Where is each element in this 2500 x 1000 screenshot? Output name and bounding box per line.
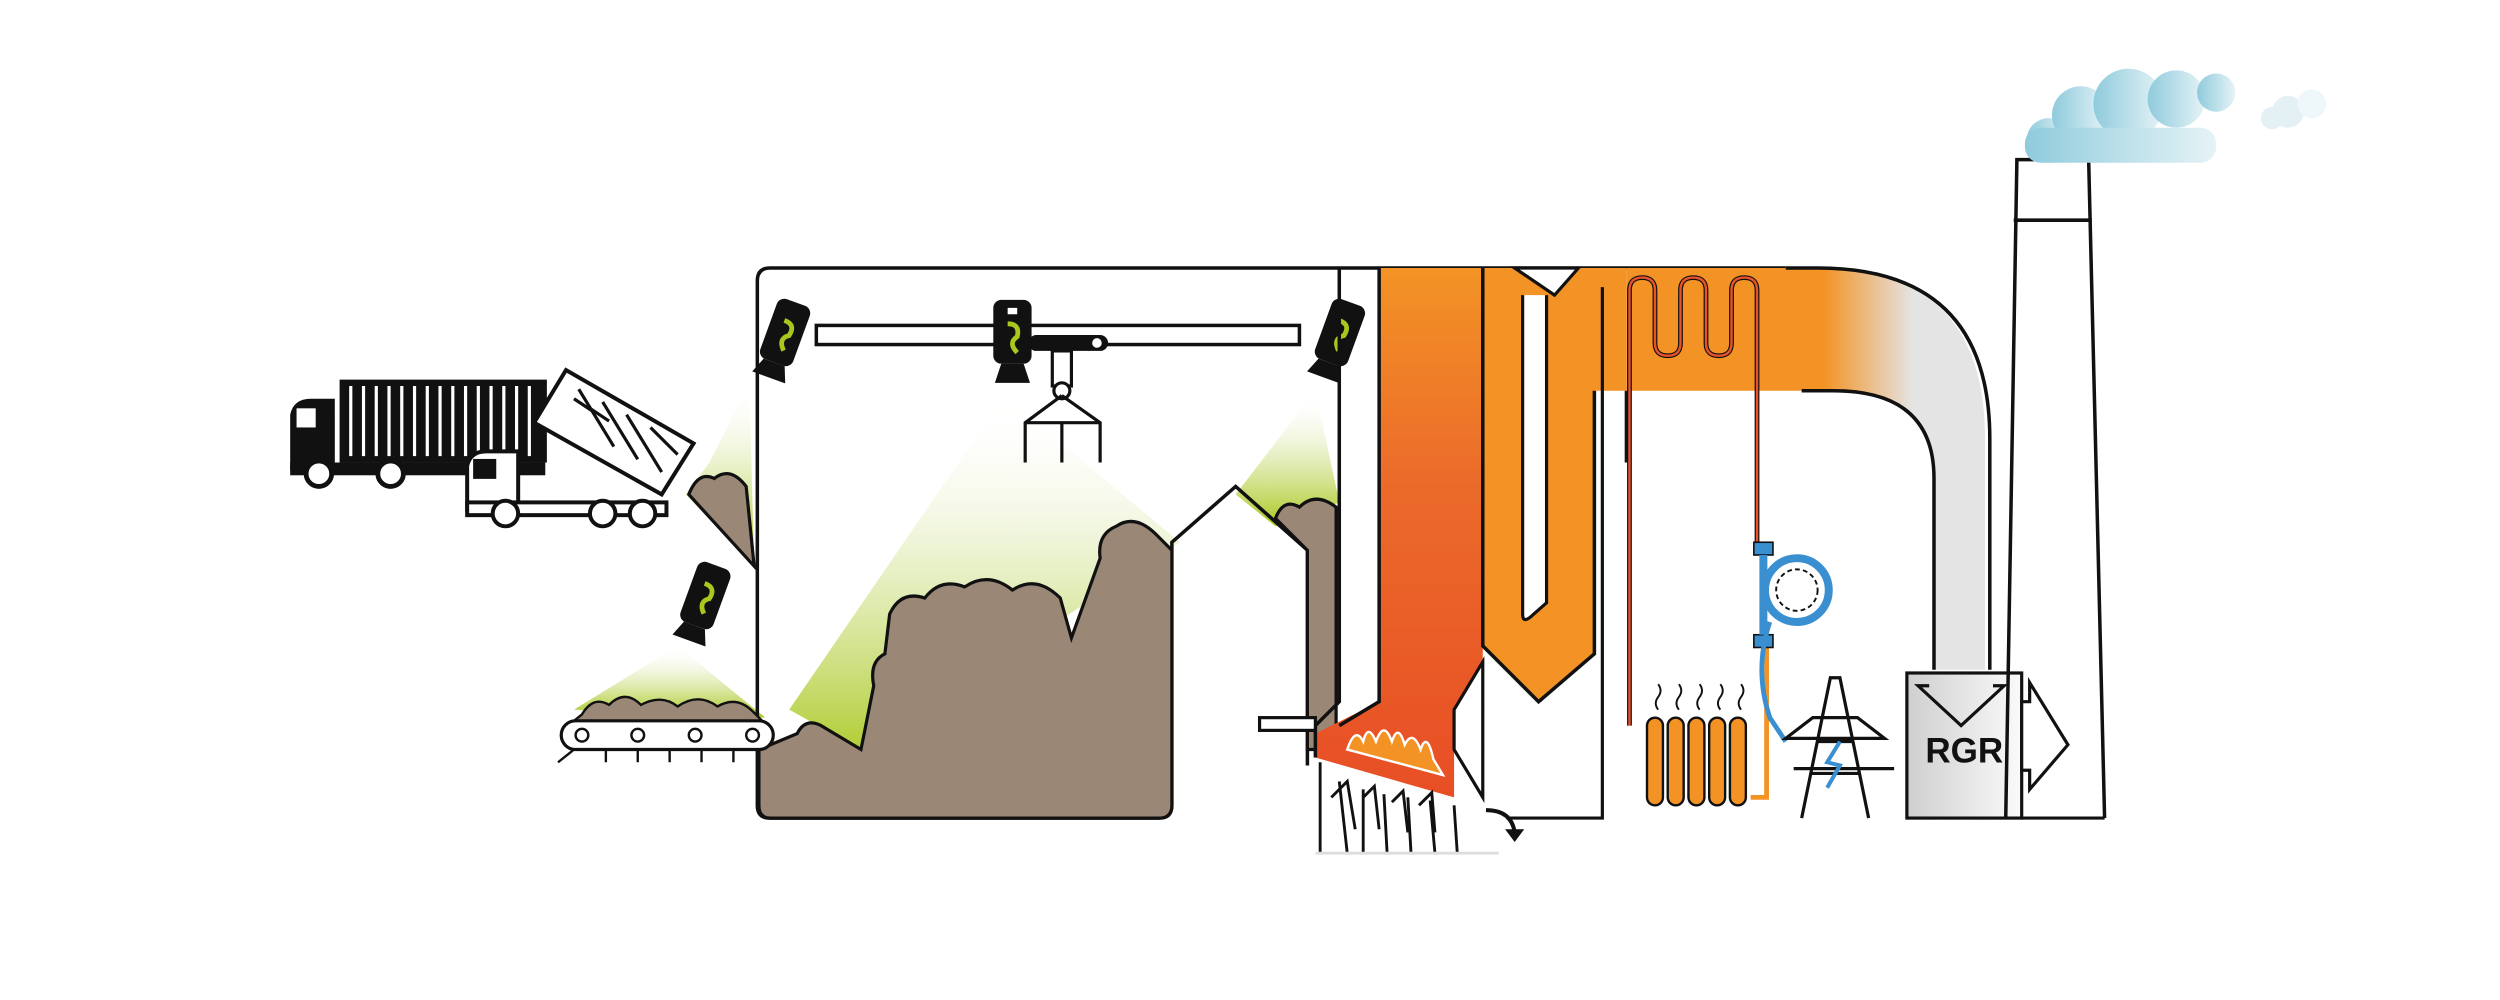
grate — [1315, 762, 1499, 855]
flue-duct — [1624, 266, 1992, 670]
smoke-cloud — [2024, 68, 2327, 163]
waste-pile-tipping — [686, 472, 757, 571]
waste-pile — [757, 519, 1174, 820]
camera-conveyor — [672, 561, 731, 647]
rgr-label: RGR — [1925, 731, 2003, 770]
camera-tipping — [752, 298, 811, 384]
heat-waves-icon — [1654, 683, 1745, 711]
superheater-coils — [1627, 275, 1769, 800]
boiler — [1481, 266, 1627, 820]
power-pylon-icon — [1781, 676, 1895, 819]
dump-truck — [465, 367, 697, 529]
beam-feed-camera — [1235, 390, 1340, 527]
crane — [1023, 334, 1109, 463]
ash-arrow-icon — [1485, 808, 1517, 833]
flames — [1345, 729, 1446, 777]
district-heating-radiator — [1645, 683, 1748, 807]
conveyor-belt — [557, 695, 775, 764]
ram-feeder — [1257, 716, 1317, 732]
furnace — [1257, 268, 1525, 855]
building-outline — [755, 266, 1786, 766]
camera-feed — [1307, 298, 1366, 384]
steam-turbine — [1753, 541, 1833, 743]
waste-pile-feed — [1273, 497, 1338, 752]
camera-crane — [993, 299, 1032, 383]
rgr-unit: RGR — [1905, 671, 2105, 820]
